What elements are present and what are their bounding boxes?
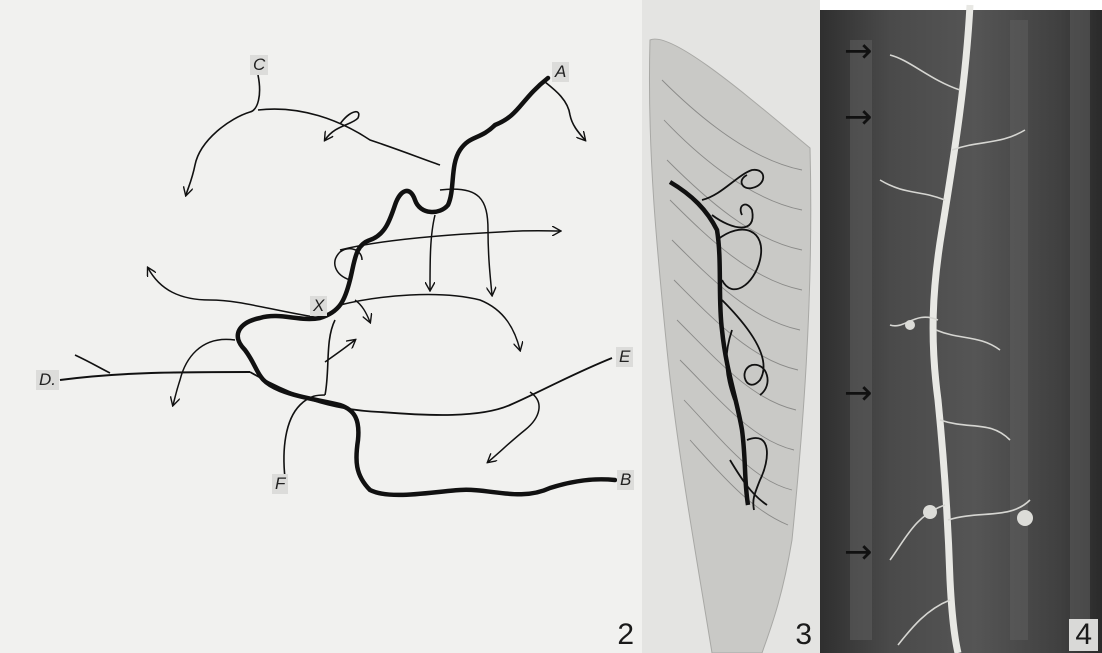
main-vessel-thick [238,78,615,495]
label-a: A [552,62,569,82]
panel-4-micrograph: → → → → 4 [820,0,1102,653]
label-e: E [616,347,633,367]
thin-vessel-mid-down2 [430,215,435,290]
thin-vessel-c [186,75,260,195]
pointer-arrow-4: → [844,535,873,569]
vessel-diagram [0,0,642,653]
thin-vessel-c2 [258,109,440,165]
specimen-shape [649,39,810,653]
specimen-illustration [642,0,820,653]
panel-number-2: 2 [617,619,634,651]
pointer-arrow-2: → [844,100,873,134]
panel-2-diagram: C A X D. E F B 2 [0,0,642,653]
pointer-arrow-1: → [844,34,873,68]
thin-vessel-d-fork [75,355,110,373]
thin-vessel-x-up [325,320,335,395]
thin-vessel-arc-left [148,268,320,318]
thin-vessel-a-right [545,82,585,140]
panel-3-specimen: 3 [642,0,820,653]
label-c: C [250,55,268,75]
thin-vessel-arc-right [340,295,520,350]
pointer-arrow-3: → [844,376,873,410]
label-f: F [272,474,288,494]
label-d: D. [36,370,59,390]
label-x: X [310,296,327,316]
thin-vessel-loop [325,112,359,140]
panel-number-4: 4 [1069,619,1098,651]
panel-number-3: 3 [791,619,816,651]
label-b: B [617,470,634,490]
thin-vessel-f [284,395,325,478]
thin-vessel-small-arrow [355,300,370,322]
thin-vessel-e [250,358,612,415]
thin-vessel-d [60,372,250,380]
